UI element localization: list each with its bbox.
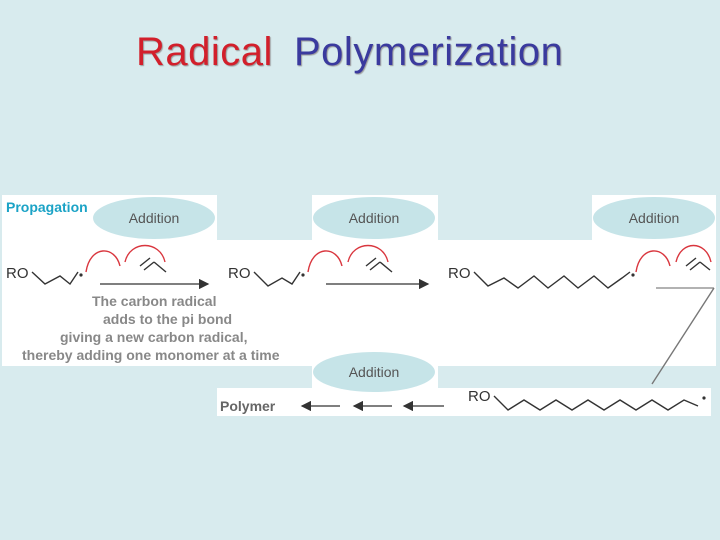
monomer-1	[139, 257, 167, 273]
addition-oval-3: Addition	[593, 197, 715, 239]
radical-dot-1	[79, 273, 83, 277]
monomer-2	[365, 257, 393, 273]
caption-line-3: giving a new carbon radical,	[60, 329, 248, 345]
curved-arrow-3a	[635, 250, 671, 273]
curved-arrow-3b	[675, 245, 712, 263]
polymer-radical-dot	[702, 396, 706, 400]
curved-arrow-2b	[347, 245, 389, 263]
propagation-label: Propagation	[6, 199, 88, 215]
ro-label-1: RO	[6, 265, 29, 282]
curved-arrow-1b	[124, 245, 166, 263]
polymer-label: Polymer	[220, 398, 276, 414]
radical-structure-3	[473, 271, 631, 289]
radical-structure-1	[31, 271, 79, 286]
continuation-line-2	[651, 287, 715, 385]
title-word-radical: Radical	[136, 30, 273, 74]
curved-arrow-1a	[85, 250, 121, 273]
caption-line-2: adds to the pi bond	[103, 311, 233, 327]
ro-label-4: RO	[468, 388, 491, 405]
ro-label-2: RO	[228, 265, 251, 282]
radical-dot-2	[301, 273, 305, 277]
caption-line-1: The carbon radical	[92, 293, 217, 309]
caption-line-4: thereby adding one monomer at a time	[22, 347, 280, 363]
curved-arrow-2a	[307, 250, 343, 273]
radical-dot-3	[631, 273, 635, 277]
figure-panel-bottom	[217, 388, 711, 416]
ro-label-3: RO	[448, 265, 471, 282]
radical-structure-2	[253, 271, 301, 287]
addition-oval-2: Addition	[313, 197, 435, 239]
title-word-polymerization: Polymerization	[294, 30, 564, 74]
polymer-chain	[493, 395, 699, 411]
addition-oval-4: Addition	[313, 352, 435, 392]
addition-oval-1: Addition	[93, 197, 215, 239]
figure-panel-top	[2, 240, 716, 366]
monomer-3	[685, 257, 711, 271]
